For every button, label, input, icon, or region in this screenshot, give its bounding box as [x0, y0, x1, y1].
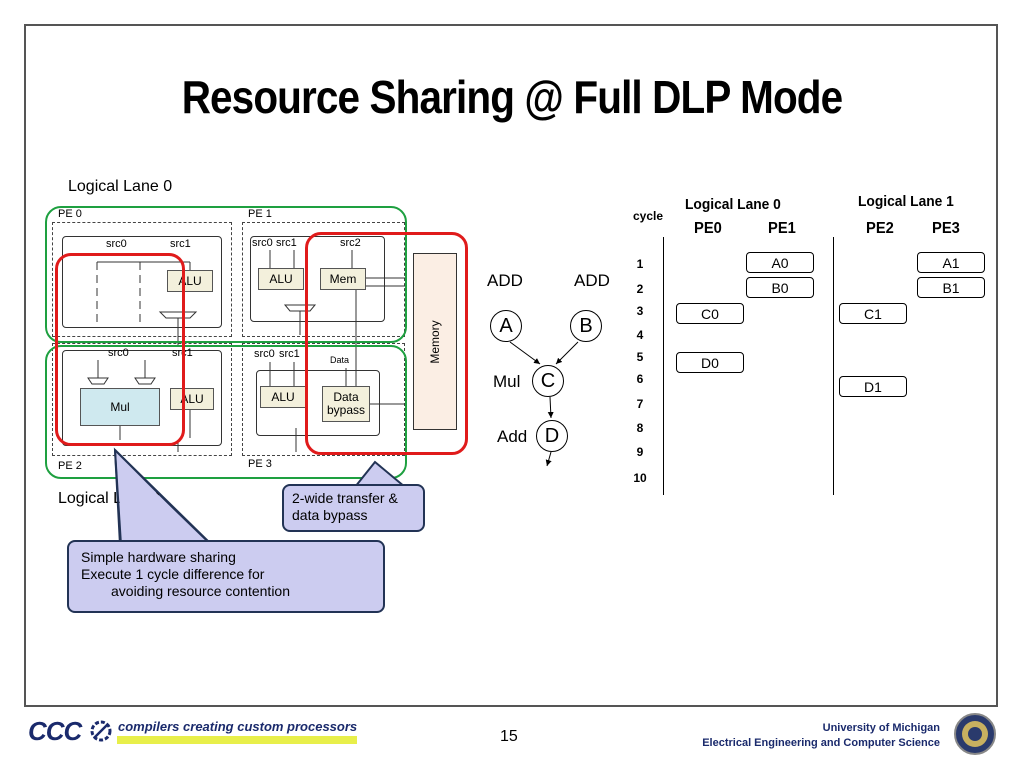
memory-block: Memory: [413, 253, 457, 430]
cycle-6: 6: [636, 372, 644, 386]
pe1-src2: src2: [340, 237, 361, 249]
footer-logo: CCC: [28, 716, 82, 746]
pe0-header: PE0: [694, 220, 722, 237]
pe1-mem: Mem: [320, 268, 366, 290]
transfer-callout: 2-wide transfer & data bypass: [282, 484, 425, 532]
pe2-label: PE 2: [58, 460, 82, 472]
edge-c-d: [547, 396, 554, 419]
bypass-highlight: [305, 232, 468, 455]
slide-border: [24, 24, 998, 707]
sharing-callout-line1: Simple hardware sharing: [81, 549, 236, 565]
pe1-src1: src1: [276, 237, 297, 249]
lane-divider-line: [833, 237, 834, 495]
footer-tagline: compilers creating custom processors: [118, 719, 358, 734]
cycle-label: cycle: [633, 209, 664, 223]
op-c1: C1: [839, 303, 907, 324]
pe3-src1: src1: [279, 348, 300, 360]
op-c0: C0: [676, 303, 744, 324]
sharing-callout: Simple hardware sharing Execute 1 cycle …: [67, 540, 385, 613]
op-d0: D0: [676, 352, 744, 373]
add-left-label: ADD: [487, 271, 523, 290]
pe3-label: PE 3: [248, 458, 272, 470]
pe3-box: [242, 343, 405, 456]
tagline-bar: [117, 718, 357, 744]
pe0-src1: src1: [170, 238, 191, 250]
cycle-9: 9: [636, 445, 644, 459]
op-a1: A1: [917, 252, 985, 273]
cycle-10: 10: [633, 471, 647, 485]
edge-a-c: [509, 341, 541, 365]
pe3-bypass: Data bypass: [322, 386, 370, 422]
op-d1: D1: [839, 376, 907, 397]
edge-d-out: [545, 451, 552, 467]
logical-lane1-box: [45, 345, 407, 479]
pointer-fill: [117, 455, 210, 545]
lane1-header: Logical Lane 1: [858, 193, 954, 210]
pe0-inner: [62, 236, 222, 328]
cycle-3: 3: [636, 304, 644, 318]
footer-university: University of Michigan: [822, 722, 940, 734]
schedule-axis-line: [663, 237, 664, 495]
add-right-label: ADD: [574, 271, 610, 290]
pe2-src0: src0: [108, 347, 129, 359]
pe0-src0: src0: [106, 238, 127, 250]
cycle-2: 2: [636, 282, 644, 296]
page-number: 15: [500, 728, 518, 745]
pe1-header: PE1: [768, 220, 796, 237]
op-b1: B1: [917, 277, 985, 298]
pe1-box: [242, 222, 405, 337]
pe0-box: [52, 222, 232, 337]
sharing-highlight: [55, 253, 185, 446]
pe2-header: PE2: [866, 220, 894, 237]
pe2-mux-b: [134, 377, 156, 385]
university-seal-icon: [954, 713, 996, 755]
cycle-8: 8: [636, 421, 644, 435]
sharing-callout-line3: avoiding resource contention: [111, 583, 291, 599]
node-b: B: [570, 310, 602, 342]
node-d: D: [536, 420, 568, 452]
cycle-5: 5: [636, 350, 644, 364]
footer-affiliation: University of Michigan Electrical Engine…: [640, 721, 940, 751]
pe3-data: Data: [330, 355, 350, 365]
pe3-header: PE3: [932, 220, 960, 237]
pe1-alu: ALU: [258, 268, 304, 290]
pe1-src0: src0: [252, 237, 273, 249]
op-b0: B0: [746, 277, 814, 298]
cycle-7: 7: [636, 397, 644, 411]
pe2-box: [52, 343, 232, 456]
pe2-mul: Mul: [80, 388, 160, 426]
pointer-edge-left: [114, 449, 122, 546]
mul-label: Mul: [493, 372, 521, 391]
op-a0: A0: [746, 252, 814, 273]
logical-lane0-label: Logical Lane 0: [68, 178, 173, 195]
pe0-label: PE 0: [58, 208, 82, 220]
sharing-callout-line2: Execute 1 cycle difference for: [81, 566, 265, 582]
cycle-1: 1: [636, 257, 644, 271]
logo-gear-icon: [90, 720, 112, 742]
pe2-mux-a: [87, 377, 109, 385]
pe2-alu: ALU: [170, 388, 214, 410]
add-label: Add: [497, 427, 528, 446]
pe3-inner: [256, 370, 380, 436]
logical-lane0-box: [45, 206, 407, 343]
pe3-src0: src0: [254, 348, 275, 360]
pe0-alu: ALU: [167, 270, 213, 292]
node-a: A: [490, 310, 522, 342]
edge-b-c: [555, 341, 579, 365]
pe1-label: PE 1: [248, 208, 272, 220]
slide-title: Resource Sharing @ Full DLP Mode: [181, 71, 843, 123]
lane0-header: Logical Lane 0: [685, 196, 781, 213]
cycle-4: 4: [636, 328, 644, 342]
node-c: C: [532, 365, 564, 397]
pointer-edge-right: [114, 449, 213, 546]
footer-department: Electrical Engineering and Computer Scie…: [702, 737, 940, 749]
